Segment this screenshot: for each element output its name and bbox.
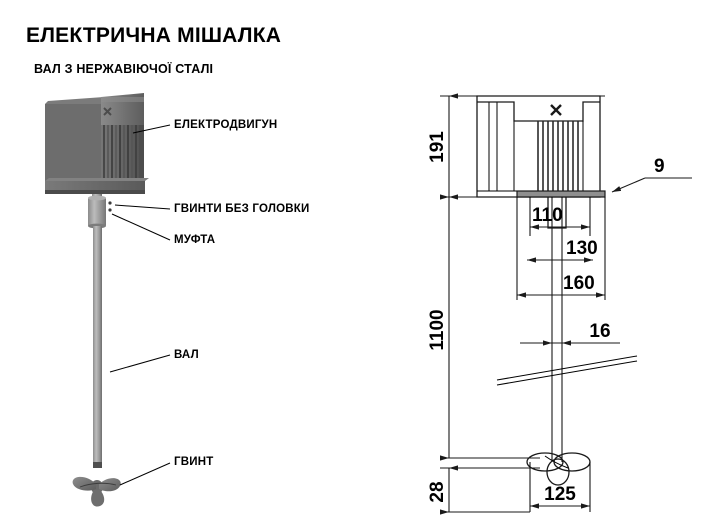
- dimension-130-text: 130: [566, 238, 598, 259]
- callout-label-shaft: ВАЛ: [174, 349, 199, 361]
- shaft-3d: [93, 226, 102, 468]
- callout-9-text: 9: [654, 156, 665, 177]
- dimension-125-text: 125: [544, 484, 576, 505]
- dimension-191-text: 191: [427, 131, 448, 163]
- motor-base-flange: [45, 181, 145, 190]
- callout-leader-lines: [109, 124, 171, 486]
- headless-screw-top: [108, 201, 112, 205]
- dimension-1100-text: 1100: [427, 309, 448, 350]
- dimension-125: 125: [530, 484, 590, 509]
- callout-label-propeller: ГВИНТ: [174, 456, 214, 468]
- motor-elevation: [476, 95, 606, 198]
- motor-fins-elevation: [537, 121, 579, 191]
- page-title: ЕЛЕКТРИЧНА МІШАЛКА: [26, 24, 282, 47]
- dimension-160: 160: [517, 273, 605, 298]
- propeller-3d: [72, 476, 121, 507]
- dimension-160-text: 160: [563, 273, 595, 294]
- headless-screw-bottom: [108, 208, 112, 212]
- motor-cooling-fins: [103, 125, 137, 182]
- dimension-16: 16: [520, 321, 620, 346]
- dimension-110: 110: [530, 205, 590, 230]
- dimension-1100: 1100: [427, 194, 458, 461]
- callout-label-motor: ЕЛЕКТРОДВИГУН: [174, 119, 278, 131]
- callout-label-coupling: МУФТА: [174, 234, 216, 246]
- coupling-3d: [88, 195, 112, 229]
- dimension-130: 130: [527, 238, 598, 263]
- impeller-elevation: [526, 452, 591, 512]
- base-plate: [516, 190, 606, 198]
- motor-nameplate-mark-elevation: [550, 104, 562, 116]
- callout-9: 9: [611, 156, 692, 193]
- motor-3d-body: [45, 93, 149, 207]
- page-subtitle: ВАЛ З НЕРЖАВІЮЧОЇ СТАЛІ: [34, 62, 214, 76]
- dimension-191: 191: [427, 93, 458, 200]
- callout-label-headless-screws: ГВИНТИ БЕЗ ГОЛОВКИ: [174, 203, 310, 215]
- dimension-16-text: 16: [589, 321, 610, 342]
- dimension-110-text: 110: [532, 205, 563, 226]
- dimension-28-text: 28: [427, 481, 448, 502]
- dimension-28: 28: [427, 465, 458, 515]
- shaft-break-line: [496, 355, 638, 386]
- motor-nameplate-mark: [103, 107, 112, 116]
